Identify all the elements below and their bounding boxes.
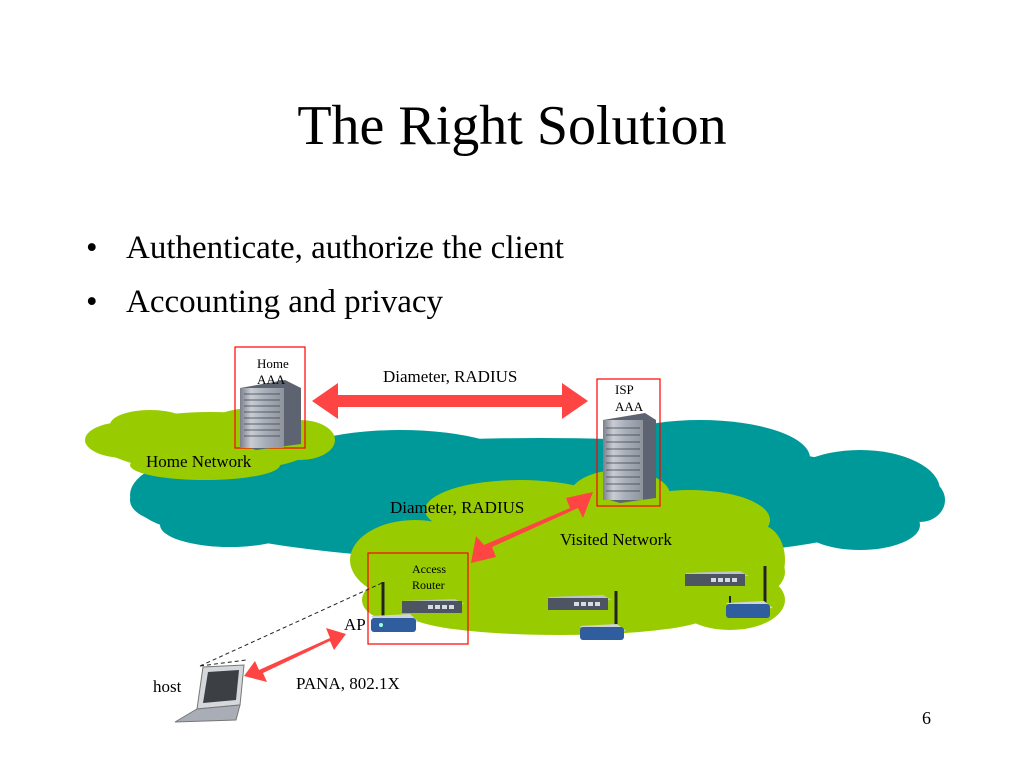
access-point-icon: [371, 582, 419, 632]
protocol-label: PANA, 802.1X: [296, 674, 400, 693]
access-point-icon: [580, 591, 626, 640]
host-label: host: [153, 677, 182, 696]
bullet-icon: •: [86, 284, 98, 320]
bullet-item: • Accounting and privacy: [86, 282, 564, 336]
bullet-list: • Authenticate, authorize the client • A…: [86, 228, 564, 336]
arrow-diameter-mid: [471, 492, 593, 563]
arrow-diameter-top: [312, 383, 588, 419]
access-point-icon: [726, 566, 773, 618]
isp-aaa-server-icon: [596, 378, 661, 507]
slide-title: The Right Solution: [297, 95, 727, 157]
access-router-icon: [402, 599, 465, 613]
protocol-label: Diameter, RADIUS: [390, 498, 524, 517]
home-aaa-label: AAA: [257, 372, 286, 387]
home-aaa-server-icon: [234, 346, 306, 450]
protocol-label: Diameter, RADIUS: [383, 367, 517, 386]
bullet-item: • Authenticate, authorize the client: [86, 228, 564, 282]
bullet-text: Accounting and privacy: [126, 284, 444, 320]
bullet-text: Authenticate, authorize the client: [126, 230, 564, 266]
access-router-label: Access: [412, 562, 446, 576]
laptop-icon: [174, 664, 245, 723]
home-network-label: Home Network: [146, 452, 252, 471]
switch-icon: [685, 571, 749, 586]
wireless-link: [199, 582, 383, 667]
access-router-label: Router: [412, 578, 445, 592]
access-router-box: [367, 552, 469, 645]
bullet-icon: •: [86, 230, 98, 266]
switch-icon: [548, 595, 612, 610]
arrow-pana: [244, 628, 346, 682]
isp-aaa-label: ISP: [615, 382, 634, 397]
visited-network-label: Visited Network: [560, 530, 672, 549]
home-aaa-label: Home: [257, 356, 289, 371]
ap-label: AP: [344, 615, 366, 634]
page-number: 6: [922, 708, 931, 728]
isp-aaa-label: AAA: [615, 399, 644, 414]
